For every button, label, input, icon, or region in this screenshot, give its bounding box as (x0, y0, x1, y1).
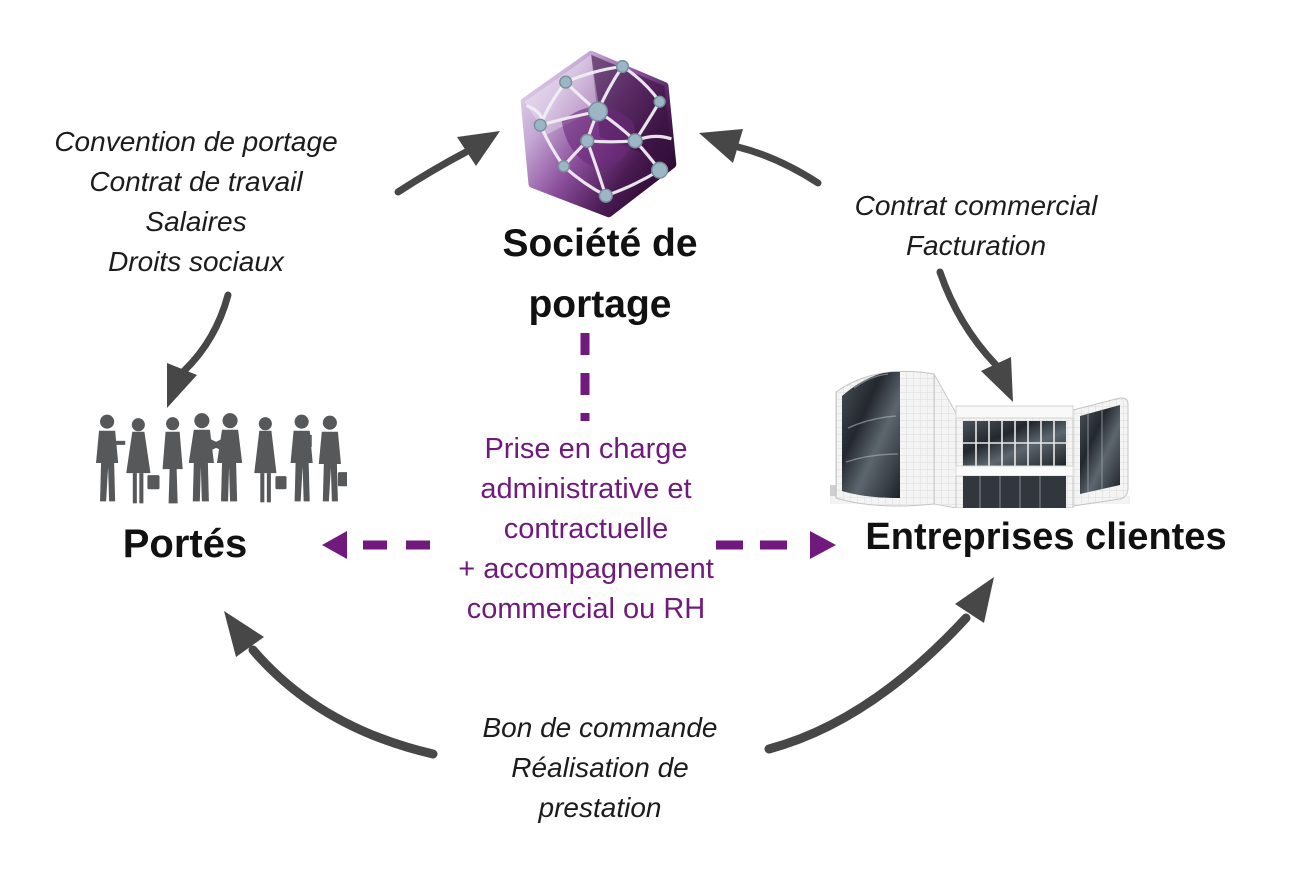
center-services-line: commercial ou RH (466, 593, 706, 625)
arrow-bottom-to-portes-head (224, 611, 264, 657)
arrow-bottom-to-entreprises-head (955, 577, 994, 623)
network-hexagon-icon (505, 50, 691, 218)
edge-label-portes-societe: Convention de portage Contrat de travail… (15, 122, 377, 282)
dashed-arrow-to-portes-head (322, 531, 347, 559)
arrow-societe-to-portes-head (167, 363, 197, 408)
network-hexagon-graphic (520, 50, 677, 218)
edge-label-line: prestation (538, 792, 662, 823)
center-services-line: administrative et (480, 473, 692, 505)
arrow-bottom-to-portes (248, 645, 438, 759)
edge-label-line: Contrat de travail (89, 166, 303, 197)
arrow-entreprises-to-societe-head (699, 129, 743, 163)
arrow-bottom-to-entreprises (764, 613, 971, 754)
edge-label-line: Réalisation de (511, 752, 689, 783)
edge-label-line: Convention de portage (54, 126, 338, 157)
arrow-entreprises-to-societe (734, 143, 822, 187)
center-services-label: Prise en charge administrative et contra… (430, 429, 742, 629)
edge-label-line: Contrat commercial (854, 190, 1098, 221)
arrow-societe-to-entreprises (936, 268, 1000, 369)
node-label-societe-de-portage: Société de portage (502, 222, 698, 326)
office-building-icon (830, 358, 1130, 508)
edge-label-line: Facturation (905, 230, 1047, 261)
center-services-line: Prise en charge (484, 433, 688, 465)
people-silhouettes-graphic (96, 413, 347, 504)
arrow-portes-to-societe (394, 148, 470, 196)
people-silhouettes-icon (95, 410, 347, 512)
edge-label-line: Droits sociaux (108, 246, 284, 277)
arrow-portes-to-societe-head (457, 131, 500, 166)
arrow-societe-to-portes (180, 291, 232, 375)
center-services-line: contractuelle (503, 513, 669, 545)
center-services-line: + accompagnement (458, 553, 714, 585)
edge-label-portes-entreprises: Bon de commande Réalisation de prestatio… (424, 708, 776, 828)
node-label-portes: Portés (122, 522, 248, 566)
edge-label-line: Salaires (145, 206, 247, 237)
office-building-graphic (830, 370, 1130, 508)
node-label-entreprises-clientes: Entreprises clientes (865, 516, 1227, 558)
edge-label-line: Bon de commande (482, 712, 718, 743)
edge-label-entreprises-societe: Contrat commercial Facturation (795, 186, 1157, 266)
